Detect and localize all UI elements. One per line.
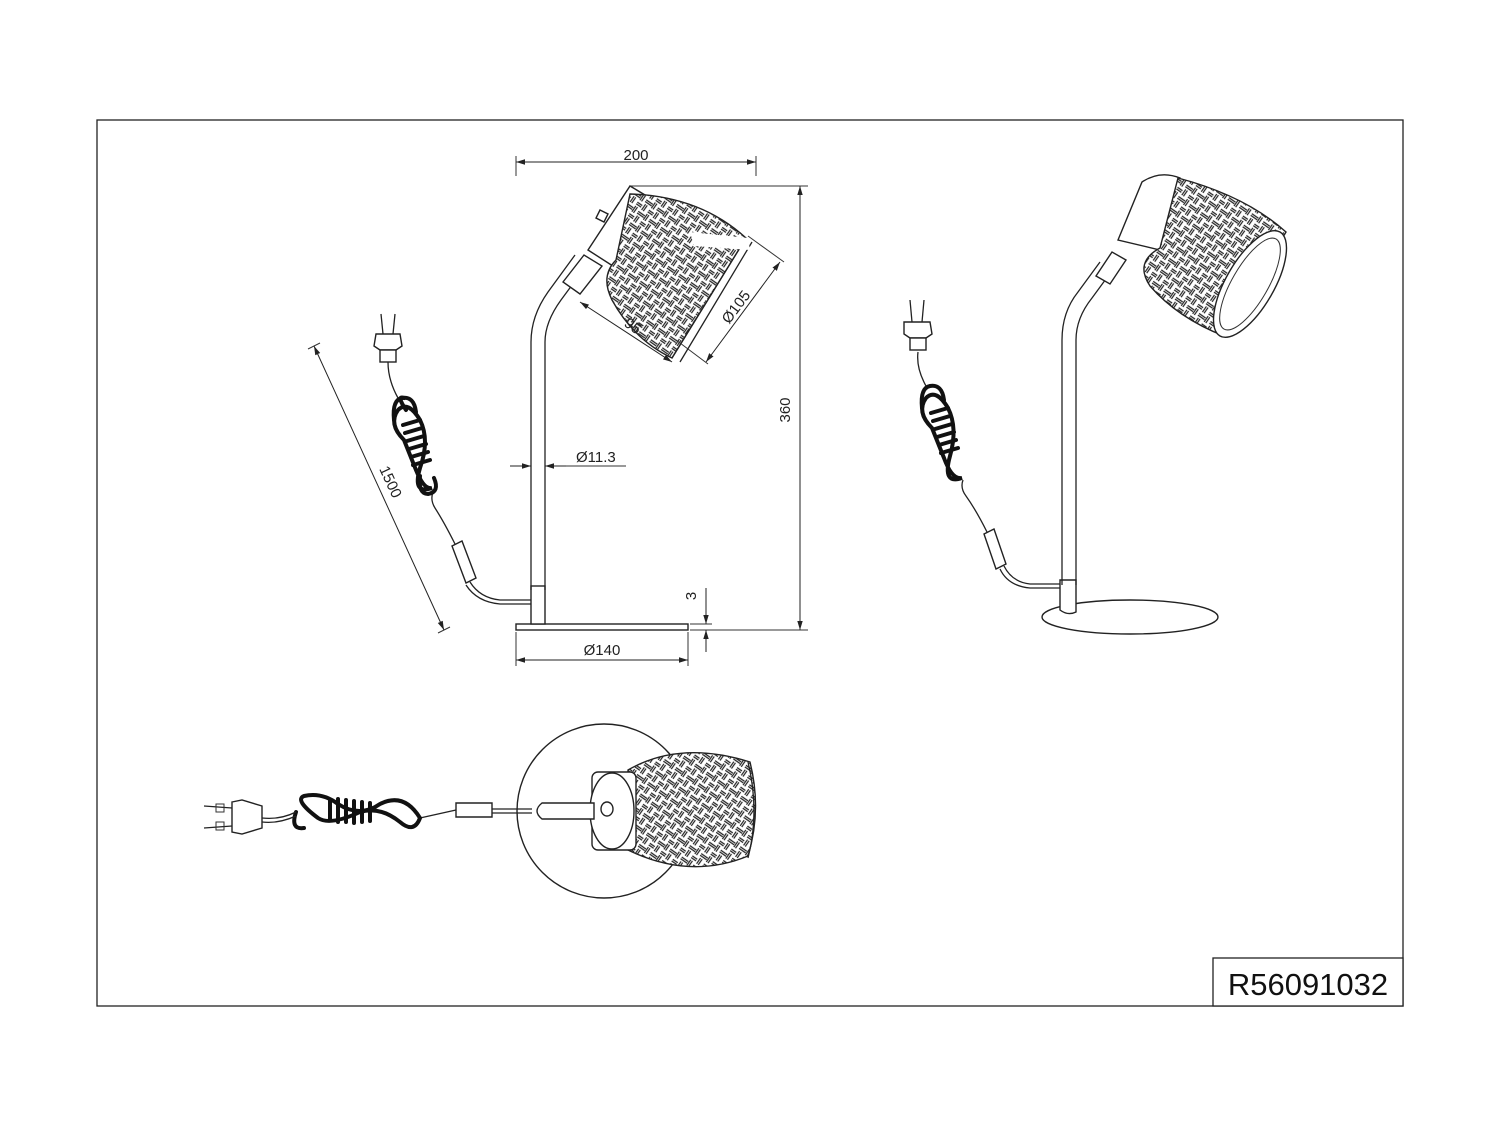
inline-switch bbox=[451, 540, 477, 584]
product-code: R56091032 bbox=[1228, 967, 1388, 1002]
dim-height: 360 bbox=[777, 397, 794, 422]
lamp-rod bbox=[530, 254, 576, 590]
dim-base-thickness: 3 bbox=[683, 592, 700, 600]
dim-width: 200 bbox=[623, 147, 648, 164]
power-plug-perspective bbox=[903, 299, 933, 351]
coiled-cable-top bbox=[292, 793, 423, 831]
dim-rod-diameter: Ø11.3 bbox=[576, 449, 616, 466]
dim-cable-length: 1500 bbox=[375, 463, 405, 500]
top-view bbox=[203, 723, 757, 899]
dim-base-diameter: Ø140 bbox=[584, 642, 621, 659]
woven-shade-perspective bbox=[1143, 177, 1287, 337]
dim-shade-depth: 95 bbox=[621, 315, 644, 338]
dim-shade-diameter: Ø105 bbox=[719, 288, 755, 328]
lamp-base bbox=[515, 623, 689, 631]
coiled-cable bbox=[391, 395, 438, 497]
lamp-base-perspective bbox=[1041, 599, 1219, 635]
power-plug bbox=[373, 313, 403, 363]
woven-shade-top bbox=[627, 751, 757, 868]
front-view: 200 360 Ø105 95 Ø11.3 1500 3 Ø140 bbox=[307, 147, 808, 666]
inline-switch-top bbox=[455, 802, 493, 818]
coiled-cable-perspective bbox=[919, 383, 963, 482]
perspective-view bbox=[903, 174, 1288, 635]
title-block: R56091032 bbox=[1212, 957, 1404, 1007]
power-plug-top bbox=[203, 799, 263, 835]
drawing-frame bbox=[96, 119, 1404, 1007]
